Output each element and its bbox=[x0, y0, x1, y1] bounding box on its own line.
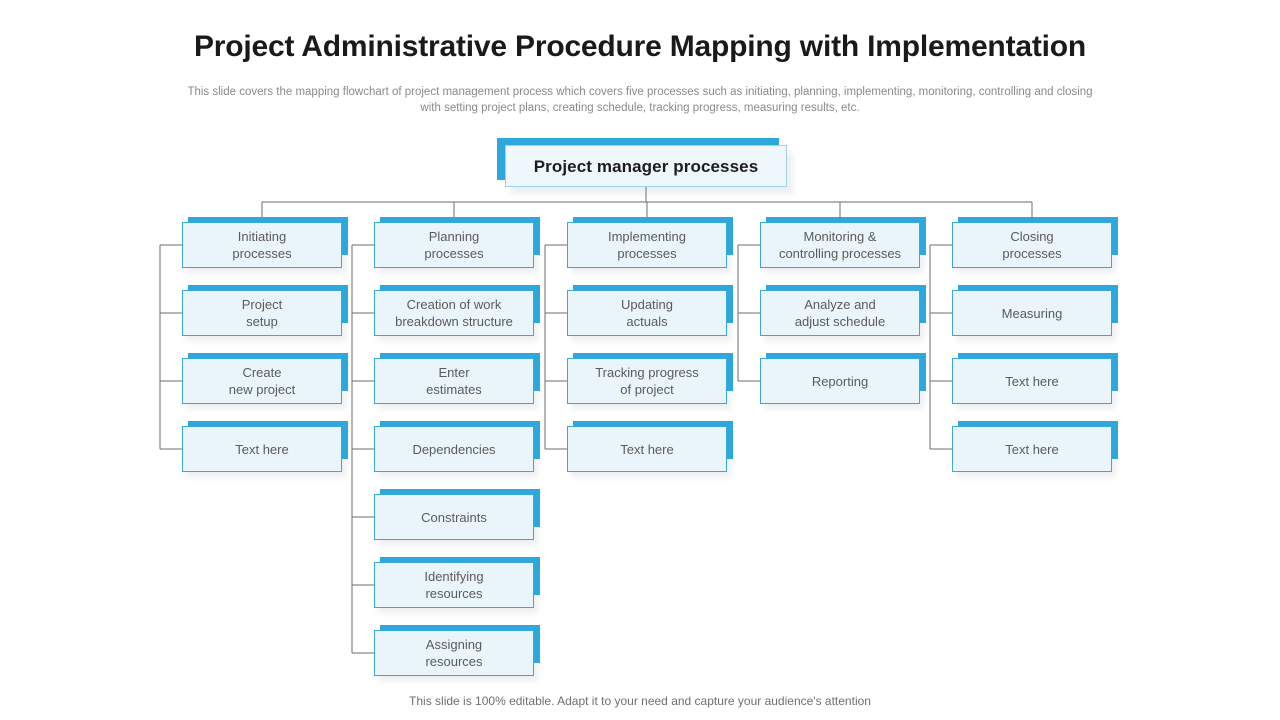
node-label: Updating actuals bbox=[620, 297, 674, 329]
node-face: Initiating processes bbox=[182, 222, 342, 268]
node-label: Tracking progress of project bbox=[595, 365, 699, 397]
node-label: Closing processes bbox=[1002, 229, 1062, 261]
node-label: Planning processes bbox=[424, 229, 484, 261]
node-face: Reporting bbox=[760, 358, 920, 404]
node-face: Implementing processes bbox=[567, 222, 727, 268]
page-footer: This slide is 100% editable. Adapt it to… bbox=[409, 694, 871, 708]
node-label: Identifying resources bbox=[424, 569, 484, 601]
node-label: Initiating processes bbox=[232, 229, 292, 261]
node-label: Text here bbox=[620, 441, 674, 457]
node-planning-item-1[interactable]: Creation of work breakdown structure bbox=[374, 285, 540, 341]
node-planning-header[interactable]: Planning processes bbox=[374, 217, 540, 273]
node-label: Create new project bbox=[228, 365, 296, 397]
node-implementing-item-3[interactable]: Text here bbox=[567, 421, 733, 477]
node-label: Implementing processes bbox=[607, 229, 687, 261]
node-face: Dependencies bbox=[374, 426, 534, 472]
node-implementing-item-2[interactable]: Tracking progress of project bbox=[567, 353, 733, 409]
node-initiating-item-1[interactable]: Project setup bbox=[182, 285, 348, 341]
node-face: Tracking progress of project bbox=[567, 358, 727, 404]
node-planning-item-5[interactable]: Identifying resources bbox=[374, 557, 540, 613]
node-face: Measuring bbox=[952, 290, 1112, 336]
node-label: Text here bbox=[235, 441, 289, 457]
root-node-project-manager-processes[interactable]: Project manager processes bbox=[497, 138, 793, 194]
node-monitoring-controlling-header[interactable]: Monitoring & controlling processes bbox=[760, 217, 926, 273]
node-initiating-item-3[interactable]: Text here bbox=[182, 421, 348, 477]
node-face: Updating actuals bbox=[567, 290, 727, 336]
node-monitoring-controlling-item-2[interactable]: Reporting bbox=[760, 353, 926, 409]
page-subtitle: This slide covers the mapping flowchart … bbox=[187, 86, 1093, 114]
node-face: Text here bbox=[952, 358, 1112, 404]
node-face: Project setup bbox=[182, 290, 342, 336]
node-initiating-header[interactable]: Initiating processes bbox=[182, 217, 348, 273]
node-face: Analyze and adjust schedule bbox=[760, 290, 920, 336]
node-face: Text here bbox=[182, 426, 342, 472]
node-face: Text here bbox=[952, 426, 1112, 472]
node-closing-item-3[interactable]: Text here bbox=[952, 421, 1118, 477]
node-face: Planning processes bbox=[374, 222, 534, 268]
node-label: Creation of work breakdown structure bbox=[395, 297, 513, 329]
node-label: Text here bbox=[1005, 373, 1059, 389]
node-face: Create new project bbox=[182, 358, 342, 404]
node-label: Enter estimates bbox=[426, 365, 482, 397]
node-initiating-item-2[interactable]: Create new project bbox=[182, 353, 348, 409]
node-face: Constraints bbox=[374, 494, 534, 540]
node-label: Dependencies bbox=[412, 441, 496, 457]
node-face: Identifying resources bbox=[374, 562, 534, 608]
node-planning-item-6[interactable]: Assigning resources bbox=[374, 625, 540, 681]
node-label: Reporting bbox=[811, 373, 869, 389]
node-label: Project setup bbox=[241, 297, 283, 329]
page-title: Project Administrative Procedure Mapping… bbox=[193, 30, 1087, 63]
node-implementing-item-1[interactable]: Updating actuals bbox=[567, 285, 733, 341]
node-label: Analyze and adjust schedule bbox=[794, 297, 886, 329]
node-face: Creation of work breakdown structure bbox=[374, 290, 534, 336]
node-planning-item-4[interactable]: Constraints bbox=[374, 489, 540, 545]
node-closing-header[interactable]: Closing processes bbox=[952, 217, 1118, 273]
node-face: Project manager processes bbox=[505, 145, 787, 187]
node-closing-item-2[interactable]: Text here bbox=[952, 353, 1118, 409]
node-closing-item-1[interactable]: Measuring bbox=[952, 285, 1118, 341]
node-face: Monitoring & controlling processes bbox=[760, 222, 920, 268]
node-face: Assigning resources bbox=[374, 630, 534, 676]
node-label: Monitoring & controlling processes bbox=[778, 229, 902, 261]
node-face: Enter estimates bbox=[374, 358, 534, 404]
node-face: Closing processes bbox=[952, 222, 1112, 268]
node-label: Project manager processes bbox=[533, 156, 759, 176]
node-monitoring-controlling-item-1[interactable]: Analyze and adjust schedule bbox=[760, 285, 926, 341]
node-label: Constraints bbox=[421, 509, 487, 525]
node-label: Text here bbox=[1005, 441, 1059, 457]
node-label: Measuring bbox=[1001, 305, 1063, 321]
node-implementing-header[interactable]: Implementing processes bbox=[567, 217, 733, 273]
node-face: Text here bbox=[567, 426, 727, 472]
node-label: Assigning resources bbox=[425, 637, 483, 669]
node-planning-item-3[interactable]: Dependencies bbox=[374, 421, 540, 477]
node-planning-item-2[interactable]: Enter estimates bbox=[374, 353, 540, 409]
